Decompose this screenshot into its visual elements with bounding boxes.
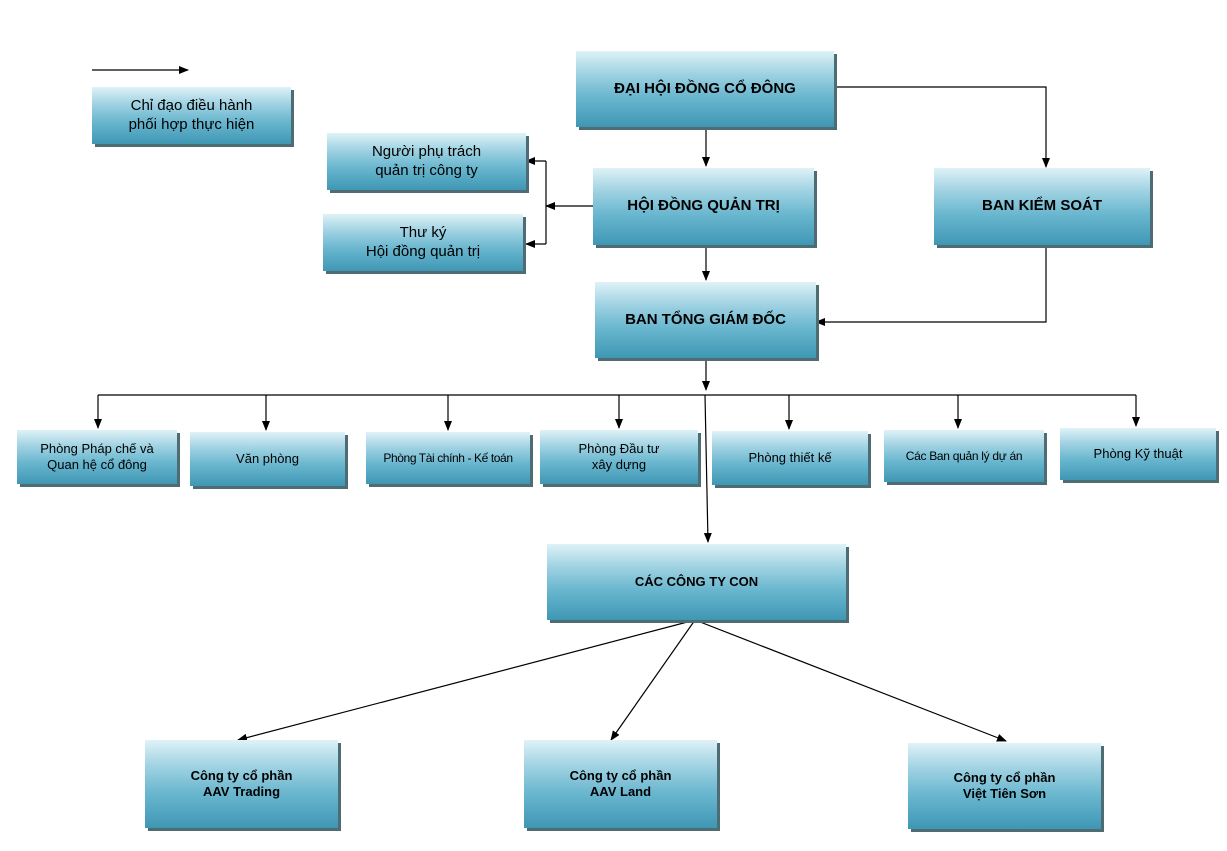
dept-van-phong-label: Văn phòng <box>236 450 299 466</box>
dept-phap-che-line1: Phòng Pháp chế và <box>40 440 154 456</box>
node-ban-tong-giam-doc: BAN TỔNG GIÁM ĐỐC <box>595 282 816 358</box>
node-hdqt-label: HỘI ĐỒNG QUẢN TRỊ <box>627 197 780 215</box>
dept-tai-chinh-label: Phòng Tài chính - Kế toán <box>383 450 513 465</box>
node-bks-label: BAN KIỂM SOÁT <box>982 197 1102 215</box>
cac-cong-ty-con-label: CÁC CÔNG TY CON <box>634 573 759 589</box>
arrow-to-aav-trading <box>237 619 696 742</box>
legend-label-line1: Chỉ đạo điều hành <box>130 96 253 114</box>
node-viet-tien-son: Công ty cổ phần Việt Tiên Sơn <box>908 743 1101 829</box>
legend-box: Chỉ đạo điều hành phối hợp thực hiện <box>92 87 291 144</box>
viet-tien-son-line1: Công ty cổ phần <box>953 769 1056 785</box>
dept-tai-chinh: Phòng Tài chính - Kế toán <box>366 432 530 484</box>
arrow-bks-btgd <box>815 245 1047 326</box>
dept-van-phong: Văn phòng <box>190 432 345 486</box>
dept-ky-thuat: Phòng Kỹ thuật <box>1060 428 1216 480</box>
node-aav-land: Công ty cổ phần AAV Land <box>524 740 717 828</box>
node-ban-kiem-soat: BAN KIỂM SOÁT <box>934 168 1150 245</box>
dept-ban-qlda: Các Ban quản lý dự án <box>884 430 1044 482</box>
dept-ban-qlda-label: Các Ban quản lý dự án <box>905 448 1023 463</box>
aav-trading-line2: AAV Trading <box>202 784 281 799</box>
node-cac-cong-ty-con: CÁC CÔNG TY CON <box>547 544 846 620</box>
nguoi-phu-trach-line1: Người phụ trách <box>371 142 482 160</box>
dept-phap-che: Phòng Pháp chế và Quan hệ cổ đông <box>17 430 177 484</box>
dept-thiet-ke: Phòng thiết kế <box>712 431 868 485</box>
arrow-to-cong-ty-con <box>703 394 712 543</box>
node-aav-trading: Công ty cổ phần AAV Trading <box>145 740 338 828</box>
nguoi-phu-trach-line2: quản trị công ty <box>375 161 478 179</box>
node-hoi-dong-quan-tri: HỘI ĐỒNG QUẢN TRỊ <box>593 168 814 245</box>
node-thu-ky: Thư ký Hội đồng quản trị <box>323 214 523 271</box>
dept-phap-che-line2: Quan hệ cổ đông <box>47 457 147 472</box>
aav-land-line1: Công ty cổ phần <box>569 767 672 783</box>
dept-dau-tu-line2: xây dựng <box>591 457 647 472</box>
arrow-to-viet-tien-son <box>694 619 1007 742</box>
thu-ky-line2: Hội đồng quản trị <box>365 242 481 260</box>
dept-dau-tu: Phòng Đầu tư xây dựng <box>540 430 698 484</box>
arrow-to-aav-land <box>610 619 696 741</box>
legend-label-line2: phối hợp thực hiện <box>128 115 255 133</box>
node-nguoi-phu-trach: Người phụ trách quản trị công ty <box>327 133 526 190</box>
dept-dau-tu-line1: Phòng Đầu tư <box>578 440 660 456</box>
aav-land-line2: AAV Land <box>589 784 652 799</box>
thu-ky-line1: Thư ký <box>399 223 447 241</box>
arrow-dhdcd-bks <box>834 86 1050 168</box>
dept-thiet-ke-label: Phòng thiết kế <box>748 449 832 465</box>
dept-ky-thuat-label: Phòng Kỹ thuật <box>1093 445 1183 461</box>
node-dai-hoi-dong-co-dong: ĐẠI HỘI ĐỒNG CỔ ĐÔNG <box>576 51 834 127</box>
node-dhdcd-label: ĐẠI HỘI ĐỒNG CỔ ĐÔNG <box>614 79 796 97</box>
viet-tien-son-line2: Việt Tiên Sơn <box>962 786 1047 801</box>
node-btgd-label: BAN TỔNG GIÁM ĐỐC <box>625 310 786 328</box>
aav-trading-line1: Công ty cổ phần <box>190 767 293 783</box>
